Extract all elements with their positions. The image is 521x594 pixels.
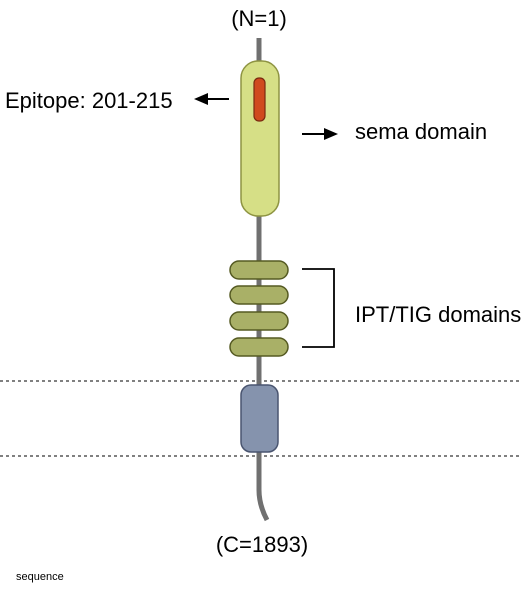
c-terminus-label: (C=1893): [216, 532, 308, 557]
sema-arrow: [302, 128, 338, 140]
protein-backbone: [256, 38, 270, 522]
n-terminus-label: (N=1): [231, 6, 287, 31]
epitope-arrow: [194, 93, 229, 105]
ipt-tig-domain: [229, 285, 289, 305]
ipt-tig-domain: [229, 337, 289, 357]
sema-domain-label: sema domain: [355, 119, 487, 144]
footer-label: sequence: [16, 571, 64, 583]
ipt-tig-bracket: [302, 268, 335, 348]
ipt-tig-domain: [229, 260, 289, 280]
sema-domain-shape: [240, 60, 280, 217]
transmembrane-domain-shape: [240, 384, 279, 453]
ipt-tig-domains-label: IPT/TIG domains: [355, 302, 521, 327]
epitope-marker: [253, 77, 266, 122]
epitope-label: Epitope: 201-215: [5, 88, 173, 113]
ipt-tig-domain: [229, 311, 289, 331]
ipt-tig-domain-group: [229, 260, 289, 357]
